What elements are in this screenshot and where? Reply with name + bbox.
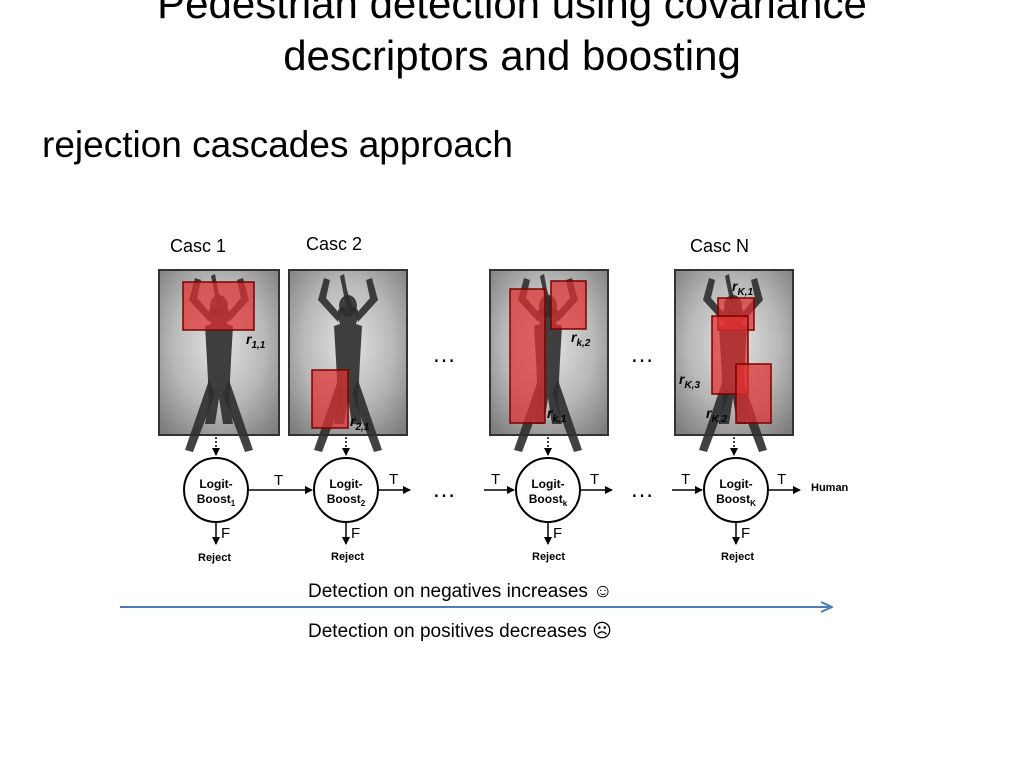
false-label-N: F <box>741 525 750 542</box>
region-r11-label: r1,1 <box>246 331 266 351</box>
region-rK2-label: rK,2 <box>706 405 727 425</box>
negatives-caption: Detection on negatives increases ☺ <box>308 581 613 602</box>
svg-text:Boost2: Boost2 <box>327 492 366 508</box>
cascade-panel-N: rK,1 rK,3 rK,2 <box>674 269 794 452</box>
svg-text:Logit-: Logit- <box>719 477 752 491</box>
dotted-connectors <box>212 437 738 456</box>
svg-text:Logit-: Logit- <box>199 477 232 491</box>
true-label-k-in: T <box>491 471 500 488</box>
reject-label-1: Reject <box>198 552 231 564</box>
slide-title: Pedestrian detection using covariance de… <box>0 0 1024 82</box>
logitboost-node-N: Logit- BoostK <box>703 457 769 523</box>
true-label-k: T <box>590 471 599 488</box>
ellipsis-top-2: … <box>630 341 654 368</box>
region-rk1-label: rk,1 <box>547 405 567 425</box>
positives-caption: Detection on positives decreases ☹ <box>308 621 612 642</box>
false-arrows <box>212 522 740 545</box>
region-r11 <box>182 281 255 331</box>
casc-1-label: Casc 1 <box>170 236 226 256</box>
region-rK3-label: rK,3 <box>679 371 700 391</box>
slide-title-line-1: Pedestrian detection using covariance <box>157 0 867 27</box>
reject-label-k: Reject <box>532 551 565 563</box>
svg-text:Boost1: Boost1 <box>197 492 236 508</box>
reject-label-N: Reject <box>721 551 754 563</box>
reject-label-2: Reject <box>331 551 364 563</box>
ellipsis-bottom-1: … <box>432 476 456 503</box>
ellipsis-bottom-2: … <box>630 476 654 503</box>
region-rk2-label: rk,2 <box>571 329 591 349</box>
true-label-N-in: T <box>681 471 690 488</box>
logitboost-node-1: Logit- Boost1 <box>183 457 249 523</box>
false-label-1: F <box>221 525 230 542</box>
slide-subtitle: rejection cascades approach <box>42 124 514 165</box>
region-rk1 <box>509 288 546 424</box>
false-label-k: F <box>553 525 562 542</box>
cascade-panel-k: rk,2 rk,1 <box>489 269 609 452</box>
svg-text:Logit-: Logit- <box>329 477 362 491</box>
region-r21-label: r2,1 <box>350 413 370 433</box>
region-r21 <box>311 369 349 429</box>
region-rK1-label: rK,1 <box>732 278 753 298</box>
logitboost-node-2: Logit- Boost2 <box>313 457 379 523</box>
ellipsis-top-1: … <box>432 341 456 368</box>
region-rK2 <box>735 363 772 424</box>
svg-text:Logit-: Logit- <box>531 477 564 491</box>
casc-2-label: Casc 2 <box>306 234 362 254</box>
slide-title-line-2: descriptors and boosting <box>283 32 741 79</box>
casc-n-label: Casc N <box>690 236 749 256</box>
svg-text:Boostk: Boostk <box>529 492 568 508</box>
false-label-2: F <box>351 525 360 542</box>
cascade-panel-2: r2,1 <box>288 269 408 452</box>
true-label-1: T <box>274 472 283 489</box>
svg-text:BoostK: BoostK <box>716 492 756 508</box>
logitboost-node-k: Logit- Boostk <box>515 457 581 523</box>
region-rk2 <box>550 280 587 330</box>
true-label-N: T <box>777 471 786 488</box>
true-label-2: T <box>389 471 398 488</box>
human-output-label: Human <box>811 482 849 494</box>
cascade-panel-1: r1,1 <box>158 269 280 452</box>
